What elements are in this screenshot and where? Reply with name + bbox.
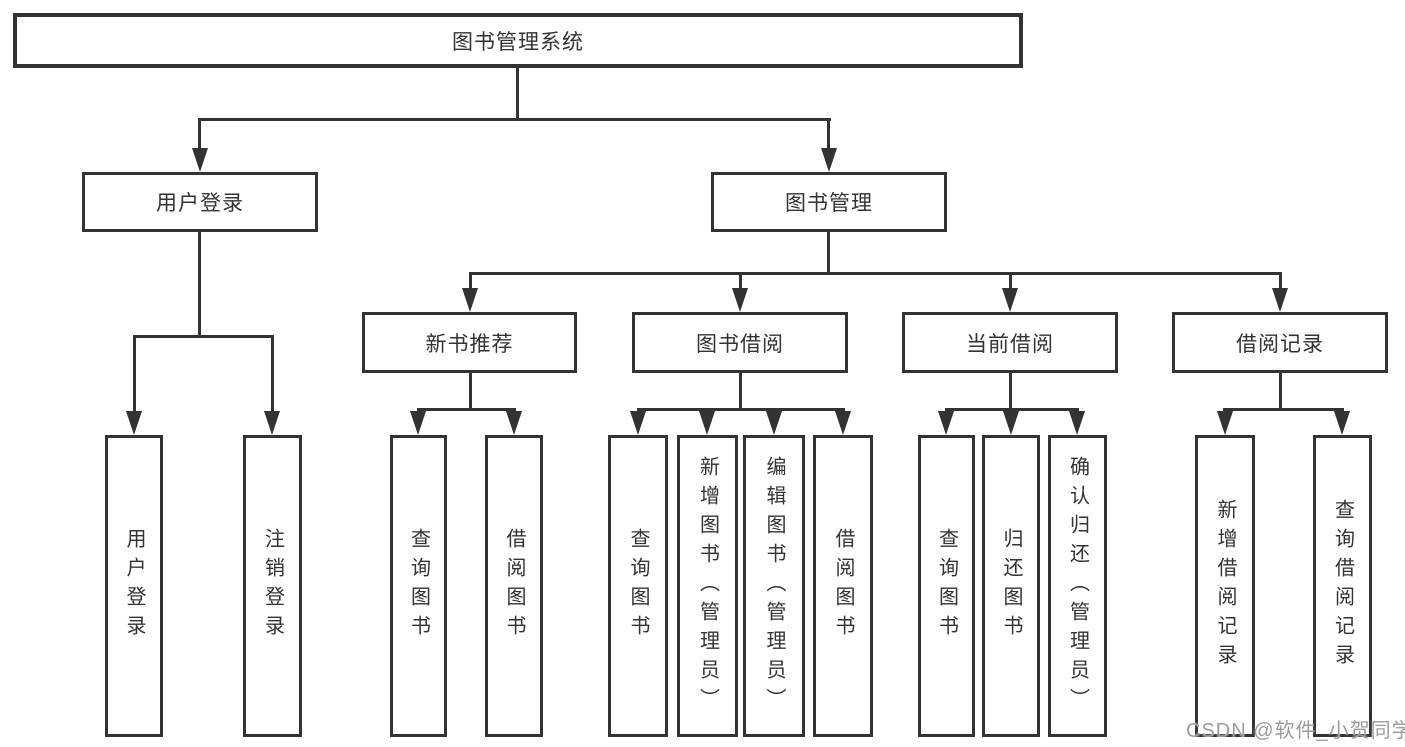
arrowhead-to-new-book-recommend — [462, 288, 478, 312]
node-label: 图书借阅 — [696, 332, 784, 356]
node-label: 新书推荐 — [425, 332, 514, 356]
connector-login-hline — [133, 335, 274, 338]
node-label: 当前借阅 — [966, 332, 1054, 356]
connector-recommend-stem — [469, 371, 472, 410]
arrowhead-to-borrow-records — [1272, 288, 1288, 312]
connector-mgmt-child4-stem — [1279, 272, 1282, 290]
arrowhead-to-edit-book-admin — [766, 411, 782, 435]
leaf-confirm-return-admin: 确认归还（管理员） — [1048, 435, 1107, 737]
arrowhead-to-query-books-current — [938, 411, 954, 435]
arrowhead-to-book-management — [821, 148, 837, 172]
leaf-query-books-current: 查询图书 — [918, 435, 975, 737]
leaf-label: 新增借阅记录 — [1214, 499, 1236, 673]
leaf-label: 编辑图书（管理员） — [763, 455, 785, 717]
node-label: 用户登录 — [156, 192, 244, 215]
arrowhead-to-add-book-admin — [699, 411, 715, 435]
connector-records-stem — [1279, 371, 1282, 410]
leaf-query-borrow-record: 查询借阅记录 — [1313, 435, 1372, 737]
node-label: 图书管理系统 — [452, 30, 584, 54]
connector-borrow-hline — [637, 408, 845, 411]
connector-login-child2-stem — [271, 335, 274, 413]
arrowhead-to-logout-action — [264, 411, 280, 435]
connector-root-hline — [198, 118, 831, 121]
connector-mgmt-child1-stem — [469, 272, 472, 290]
connector-mgmt-stem — [827, 230, 830, 274]
connector-mgmt-hline — [469, 272, 1281, 275]
node-label: 图书管理 — [785, 192, 873, 215]
arrowhead-to-confirm-return-admin — [1069, 411, 1085, 435]
leaf-add-borrow-record: 新增借阅记录 — [1195, 435, 1255, 737]
connector-login-stem — [198, 230, 201, 337]
arrowhead-to-current-borrow — [1002, 288, 1018, 312]
connector-recommend-hline — [417, 408, 516, 411]
connector-mgmt-child2-stem — [739, 272, 742, 290]
arrowhead-to-query-books-recommend — [410, 411, 426, 435]
leaf-label: 查询图书 — [627, 528, 649, 644]
leaf-label: 注销登录 — [261, 528, 284, 644]
csdn-watermark: CSDN @软件_小贺同学 — [1186, 720, 1405, 742]
leaf-return-book: 归还图书 — [982, 435, 1040, 737]
connector-mgmt-child3-stem — [1009, 272, 1012, 290]
node-book-borrow: 图书借阅 — [632, 312, 848, 373]
connector-root-to-login-stem — [198, 118, 201, 152]
arrowhead-to-add-borrow-record — [1217, 411, 1233, 435]
node-library-management-system: 图书管理系统 — [13, 13, 1023, 68]
leaf-label: 查询借阅记录 — [1331, 499, 1354, 673]
leaf-label: 查询图书 — [407, 528, 430, 644]
leaf-label: 用户登录 — [123, 528, 145, 644]
connector-current-stem — [1009, 371, 1012, 410]
leaf-label: 查询图书 — [935, 528, 958, 644]
node-borrow-records: 借阅记录 — [1172, 312, 1388, 373]
leaf-label: 确认归还（管理员） — [1066, 455, 1089, 717]
leaf-label: 新增图书（管理员） — [696, 455, 719, 717]
leaf-borrow-books: 借阅图书 — [813, 435, 873, 737]
arrowhead-to-query-borrow-record — [1334, 411, 1350, 435]
arrowhead-to-borrow-books — [835, 411, 851, 435]
leaf-add-book-admin: 新增图书（管理员） — [677, 435, 738, 737]
leaf-label: 归还图书 — [1000, 528, 1022, 644]
arrowhead-to-query-books-borrow — [630, 411, 646, 435]
leaf-label: 借阅图书 — [503, 528, 525, 644]
leaf-logout: 注销登录 — [243, 435, 302, 737]
leaf-user-login: 用户登录 — [105, 435, 163, 737]
node-new-book-recommend: 新书推荐 — [362, 312, 577, 373]
connector-root-to-mgmt-stem — [827, 118, 830, 152]
leaf-label: 借阅图书 — [832, 528, 854, 644]
leaf-borrow-books-recommend: 借阅图书 — [485, 435, 543, 737]
connector-root-stem — [516, 66, 519, 120]
node-label: 借阅记录 — [1236, 332, 1324, 356]
arrowhead-to-login-action — [126, 411, 142, 435]
connector-borrow-stem — [739, 371, 742, 410]
connector-records-hline — [1223, 408, 1343, 411]
arrowhead-to-user-login — [192, 148, 208, 172]
node-current-borrow: 当前借阅 — [902, 312, 1118, 373]
leaf-query-books-borrow: 查询图书 — [608, 435, 668, 737]
arrowhead-to-borrow-books-recommend — [506, 411, 522, 435]
node-book-management-branch: 图书管理 — [711, 172, 947, 232]
leaf-query-books-recommend: 查询图书 — [390, 435, 447, 737]
connector-login-child1-stem — [133, 335, 136, 413]
leaf-edit-book-admin: 编辑图书（管理员） — [743, 435, 805, 737]
node-user-login-branch: 用户登录 — [82, 172, 318, 232]
arrowhead-to-book-borrow — [732, 288, 748, 312]
arrowhead-to-return-book — [1003, 411, 1019, 435]
